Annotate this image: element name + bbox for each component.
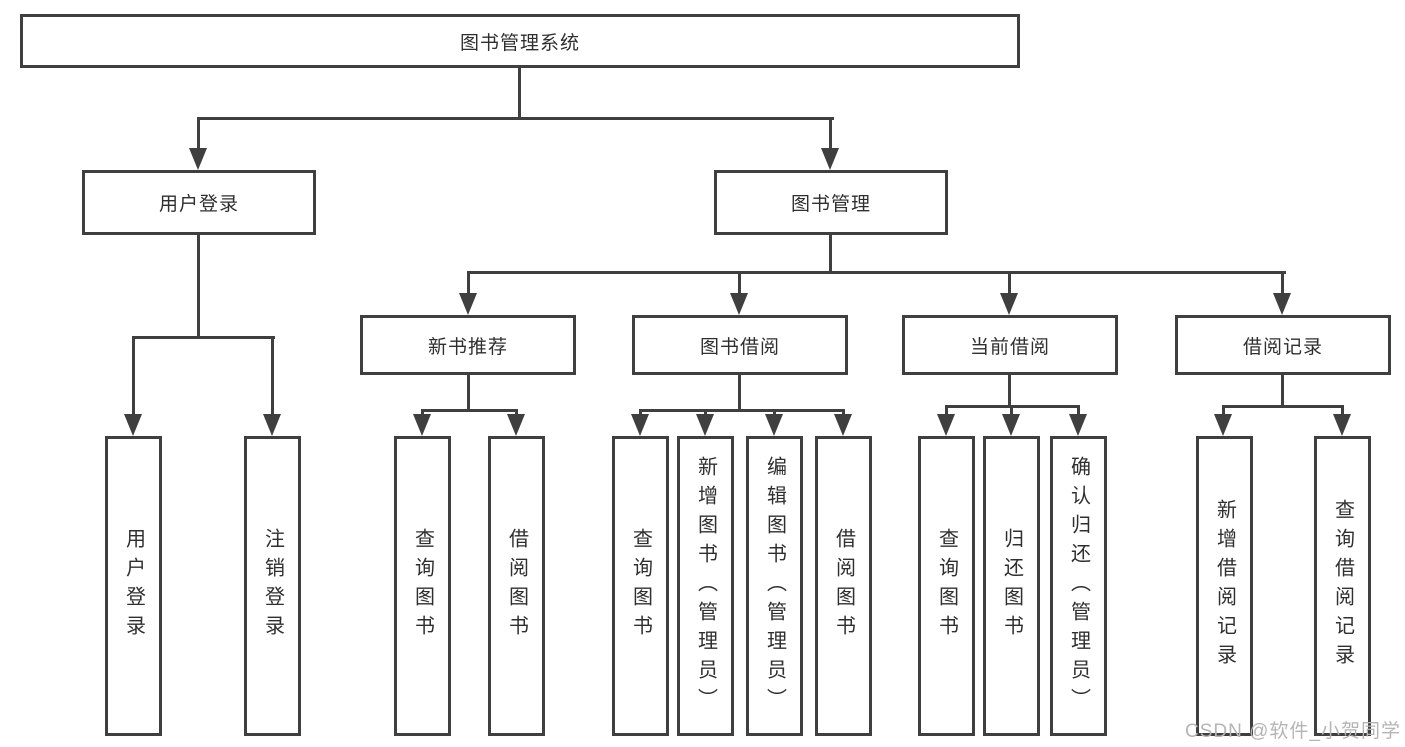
- arrow-down-icon: [189, 148, 207, 170]
- arrow-down-icon: [765, 414, 783, 436]
- connector-line: [704, 409, 707, 418]
- arrow-down-icon: [1000, 293, 1018, 315]
- connector-line: [515, 409, 518, 418]
- node-borrowing-records: 借阅记录: [1175, 315, 1391, 375]
- leaf-cb-query-books: 查询图书: [918, 436, 975, 736]
- connector-line: [197, 117, 834, 120]
- connector-line: [738, 271, 741, 297]
- arrow-down-icon: [1333, 414, 1351, 436]
- leaf-bb-edit-books-admin: 编辑图书（管理员）: [746, 436, 803, 736]
- connector-line: [421, 409, 424, 418]
- arrow-down-icon: [413, 414, 431, 436]
- leaf-nb-borrow-books: 借阅图书: [488, 436, 545, 736]
- arrow-down-icon: [1273, 293, 1291, 315]
- connector-line: [1008, 375, 1011, 407]
- leaf-cb-confirm-return-admin: 确认归还（管理员）: [1050, 436, 1107, 736]
- connector-line: [197, 117, 200, 150]
- connector-line: [1010, 405, 1013, 418]
- connector-line: [271, 336, 274, 416]
- leaf-cb-return-books: 归还图书: [983, 436, 1040, 736]
- node-root: 图书管理系统: [20, 14, 1020, 68]
- connector-line: [421, 409, 518, 412]
- node-book-borrowing: 图书借阅: [632, 315, 848, 375]
- connector-line: [1281, 271, 1284, 297]
- connector-line: [945, 405, 948, 418]
- connector-line: [132, 336, 275, 339]
- connector-line: [639, 409, 642, 418]
- arrow-down-icon: [1214, 414, 1232, 436]
- leaf-bb-borrow-books: 借阅图书: [815, 436, 872, 736]
- arrow-down-icon: [631, 414, 649, 436]
- arrow-down-icon: [263, 414, 281, 436]
- arrow-down-icon: [124, 414, 142, 436]
- connector-line: [1341, 405, 1344, 418]
- arrow-down-icon: [459, 293, 477, 315]
- node-book-management: 图书管理: [714, 170, 948, 235]
- connector-line: [829, 235, 832, 274]
- leaf-br-add-record: 新增借阅记录: [1196, 436, 1253, 736]
- leaf-bb-query-books: 查询图书: [612, 436, 669, 736]
- arrow-down-icon: [1002, 414, 1020, 436]
- arrow-down-icon: [507, 414, 525, 436]
- node-new-book-recommendation: 新书推荐: [360, 315, 576, 375]
- arrow-down-icon: [937, 414, 955, 436]
- watermark: CSDN @软件_小贺同学: [1185, 721, 1401, 742]
- connector-line: [197, 235, 200, 338]
- leaf-user-login: 用户登录: [105, 436, 162, 736]
- leaf-bb-add-books-admin: 新增图书（管理员）: [677, 436, 734, 736]
- leaf-logout: 注销登录: [244, 436, 301, 736]
- connector-line: [829, 117, 832, 150]
- arrow-down-icon: [834, 414, 852, 436]
- leaf-nb-query-books: 查询图书: [394, 436, 451, 736]
- arrow-down-icon: [730, 293, 748, 315]
- connector-line: [467, 271, 470, 297]
- connector-line: [1222, 405, 1344, 408]
- connector-line: [467, 375, 470, 411]
- arrow-down-icon: [1069, 414, 1087, 436]
- connector-line: [467, 271, 1286, 274]
- node-current-borrowing: 当前借阅: [902, 315, 1118, 375]
- node-user-login: 用户登录: [82, 170, 316, 235]
- connector-line: [639, 409, 845, 412]
- connector-line: [773, 409, 776, 418]
- connector-line: [1008, 271, 1011, 297]
- arrow-down-icon: [696, 414, 714, 436]
- leaf-br-query-record: 查询借阅记录: [1314, 436, 1371, 736]
- connector-line: [1281, 375, 1284, 407]
- connector-line: [842, 409, 845, 418]
- connector-line: [738, 375, 741, 411]
- connector-line: [1077, 405, 1080, 418]
- connector-line: [132, 336, 135, 416]
- connector-line: [518, 67, 521, 119]
- arrow-down-icon: [821, 148, 839, 170]
- connector-line: [1222, 405, 1225, 418]
